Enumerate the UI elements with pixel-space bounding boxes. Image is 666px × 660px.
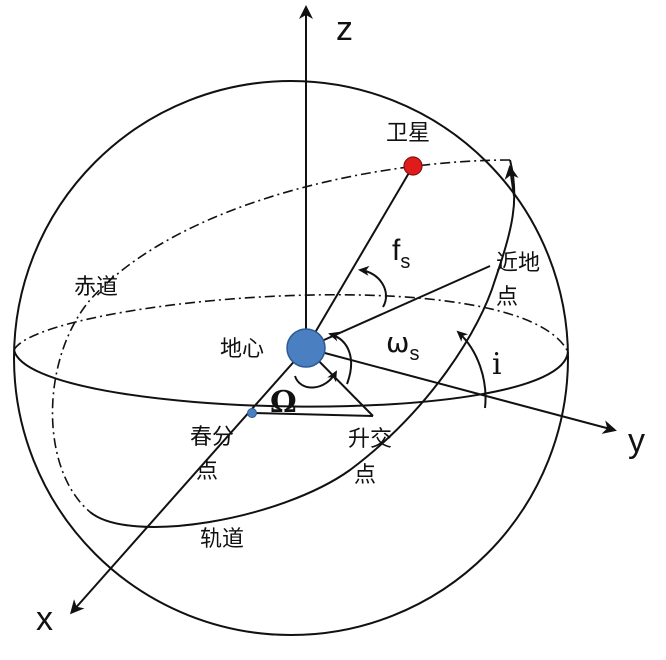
earth-center-label: 地心	[220, 337, 264, 362]
earth-center-dot	[286, 328, 326, 368]
satellite-radius-line	[305, 165, 414, 349]
raan-arc	[294, 370, 337, 389]
arg-perigee-arc	[328, 331, 353, 385]
equator-front	[13, 349, 569, 408]
inclination-arc	[456, 330, 487, 409]
x-axis-label: x	[36, 600, 53, 638]
vernal-equinox-label-line2: 点	[196, 459, 218, 484]
ascending-node-label-line1: 升交	[348, 427, 392, 452]
ascending-node-label-line2: 点	[354, 463, 376, 488]
true-anomaly-main: f	[392, 234, 401, 267]
arg-perigee-subscript: s	[409, 343, 419, 365]
y-axis	[305, 347, 617, 434]
vernal-equinox-label-line1: 春分	[190, 425, 234, 450]
true-anomaly-arc	[358, 265, 388, 308]
equator-back	[13, 293, 569, 353]
satellite-dot	[403, 156, 423, 176]
arg-perigee-symbol: ωs	[386, 326, 419, 365]
vernal-equinox-dot	[247, 408, 257, 418]
orbit-label: 轨道	[200, 527, 244, 552]
true-anomaly-subscript: s	[400, 251, 410, 273]
orbit-front	[89, 159, 516, 528]
z-axis-label: z	[336, 10, 353, 48]
celestial-sphere	[13, 80, 569, 636]
x-axis	[70, 347, 307, 615]
raan-symbol: Ω	[270, 385, 297, 420]
inclination-symbol: i	[492, 347, 502, 382]
orbit-back	[51, 159, 511, 513]
perigee-label-line1: 近地	[496, 251, 540, 276]
true-anomaly-symbol: fs	[392, 234, 410, 273]
orbit-direction-arrow	[504, 165, 519, 197]
equator-label: 赤道	[74, 275, 118, 300]
satellite-label: 卫星	[386, 121, 430, 146]
node-line-equator	[251, 412, 374, 417]
perigee-label-line2: 点	[496, 285, 518, 310]
y-axis-label: y	[628, 422, 645, 460]
arg-perigee-main: ω	[386, 326, 409, 359]
